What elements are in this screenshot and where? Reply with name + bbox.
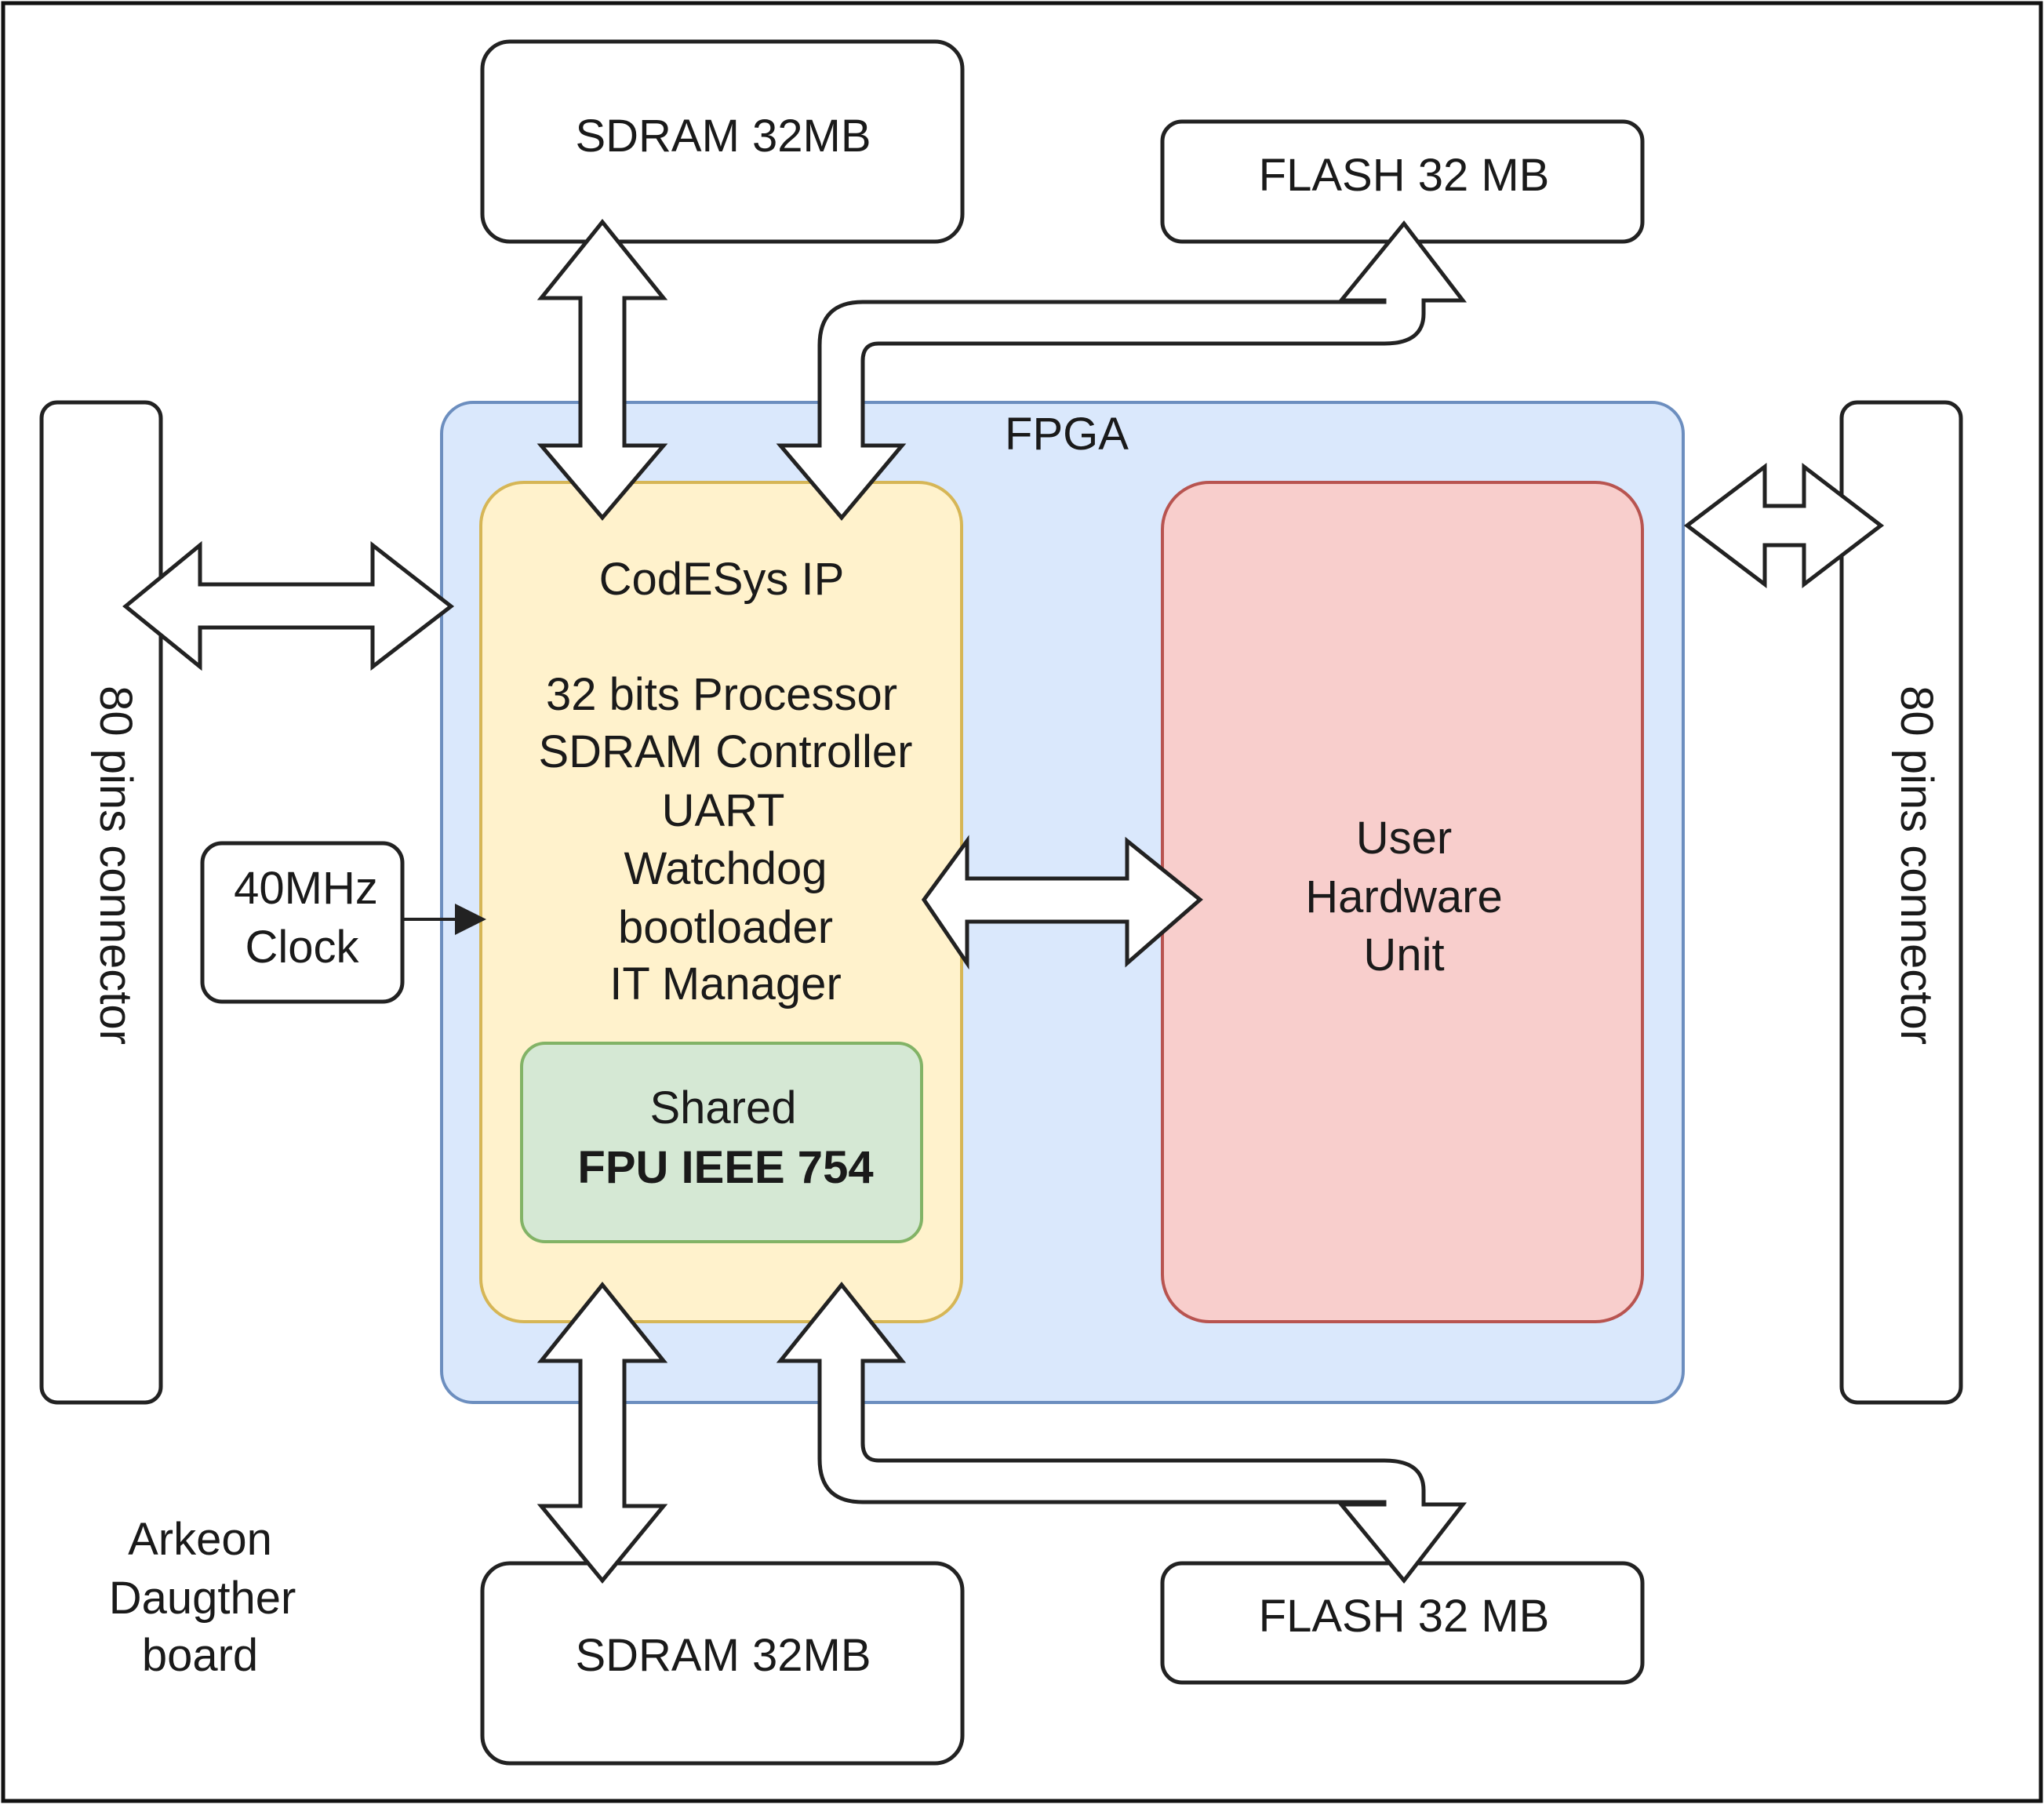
fpga-label: FPGA	[1005, 409, 1129, 460]
connector-right-box	[1839, 400, 1963, 1405]
sdram-top-label: SDRAM 32MB	[575, 111, 871, 162]
flash-top-label: FLASH 32 MB	[1259, 150, 1550, 201]
flash-bottom-label: FLASH 32 MB	[1259, 1591, 1550, 1642]
fpu-line-ieee: FPU IEEE 754	[577, 1142, 873, 1193]
codesys-item-it-manager: IT Manager	[609, 959, 842, 1009]
codesys-item-processor: 32 bits Processor	[546, 669, 897, 720]
connector-right-bus-arrow	[1683, 462, 1885, 589]
board-label-line-3: board	[142, 1630, 258, 1681]
connector-left-label: 80 pins connector	[90, 686, 141, 1045]
sdram-bottom-box	[480, 1561, 965, 1766]
flash-bottom-bus-arrow	[776, 1281, 1468, 1584]
user-hw-line-3: Unit	[1363, 929, 1444, 980]
clock-line-1: 40MHz	[234, 863, 378, 914]
fpu-line-shared: Shared	[649, 1082, 796, 1133]
connector-right-label: 80 pins connector	[1891, 686, 1942, 1045]
user-hw-line-2: Hardware	[1305, 871, 1502, 922]
flash-top-bus-arrow	[776, 220, 1468, 521]
codesys-title: CodESys IP	[599, 554, 845, 605]
sdram-top-bus-arrow	[536, 219, 668, 521]
sdram-bottom-bus-arrow	[536, 1282, 668, 1584]
fpu-block	[520, 1042, 923, 1243]
board-label-line-2: Daugther	[109, 1573, 296, 1624]
user-hw-line-1: User	[1356, 813, 1452, 864]
connector-left-bus-arrow	[122, 540, 455, 671]
codesys-user-hw-bus-arrow	[921, 835, 1203, 970]
codesys-item-watchdog: Watchdog	[624, 843, 827, 894]
codesys-item-uart: UART	[662, 785, 785, 836]
codesys-item-sdram-controller: SDRAM Controller	[539, 726, 913, 777]
sdram-bottom-label: SDRAM 32MB	[575, 1630, 871, 1681]
clock-box	[200, 841, 405, 1004]
sdram-top-box	[480, 39, 965, 244]
clock-line-2: Clock	[245, 922, 359, 973]
codesys-item-bootloader: bootloader	[618, 902, 833, 953]
connector-left-box	[39, 400, 163, 1405]
board-label-line-1: Arkeon	[128, 1514, 272, 1565]
